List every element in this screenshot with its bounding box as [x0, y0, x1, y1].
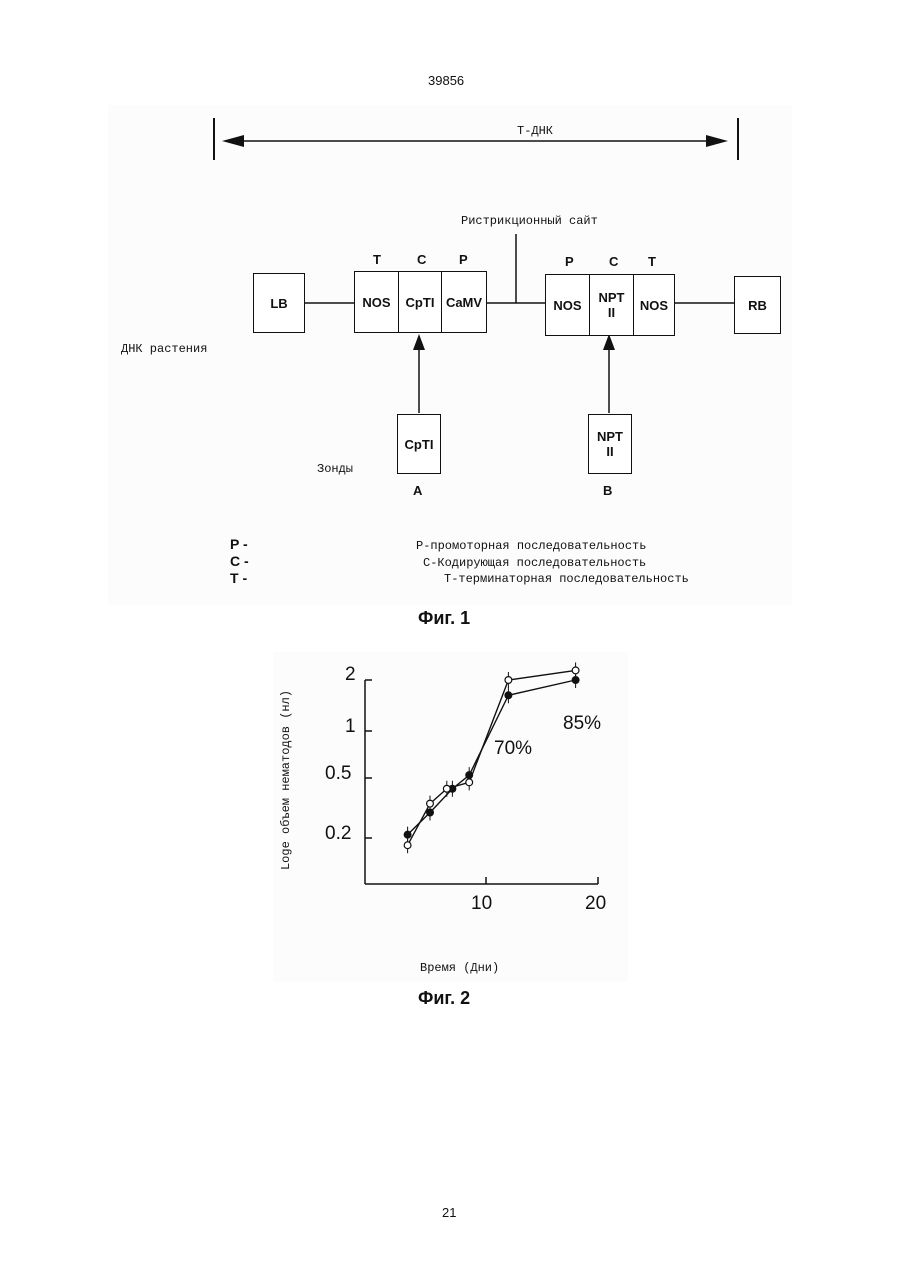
data-point-filled — [505, 692, 512, 699]
x-axis-label: Время (Дни) — [420, 961, 499, 975]
x-tick-label: 20 — [585, 893, 606, 915]
chart-axes — [365, 680, 598, 884]
series-line-open — [408, 670, 576, 845]
data-point-open — [466, 779, 473, 786]
data-point-open — [404, 842, 411, 849]
x-tick-label: 10 — [471, 893, 492, 915]
data-point-filled — [404, 831, 411, 838]
y-tick-label: 0.5 — [325, 763, 351, 785]
y-tick-label: 2 — [345, 664, 356, 686]
annotation-85: 85% — [563, 713, 601, 735]
figure-2-caption: Фиг. 2 — [418, 988, 470, 1009]
data-point-open — [427, 800, 434, 807]
data-point-open — [505, 677, 512, 684]
y-tick-label: 0.2 — [325, 823, 351, 845]
page-number: 21 — [442, 1205, 456, 1220]
y-axis-label: Loge объем нематодов (нл) — [279, 690, 293, 870]
annotation-70: 70% — [494, 738, 532, 760]
data-point-open — [572, 667, 579, 674]
data-point-open — [443, 785, 450, 792]
y-tick-label: 1 — [345, 716, 356, 738]
